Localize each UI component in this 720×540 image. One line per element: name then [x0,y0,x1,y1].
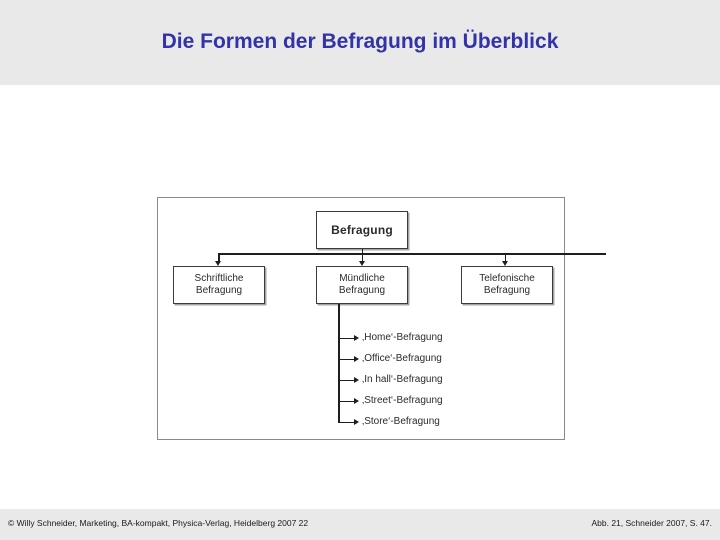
connector-drop-schriftliche [218,253,220,262]
list-item-label: ‚Home‘-Befragung [362,332,443,343]
arrow-right-icon [354,397,359,404]
footer-source: Abb. 21, Schneider 2007, S. 47. [591,518,712,528]
footer-divider [0,508,720,509]
slide-header-band: Die Formen der Befragung im Überblick [0,0,720,85]
figure-frame: Befragung Schriftliche Befragung Mündlic… [157,197,606,440]
arrow-right-icon [354,334,359,341]
arrow-down-icon [358,261,365,266]
page-title: Die Formen der Befragung im Überblick [161,30,559,53]
list-item-label: ‚Street‘-Befragung [362,395,443,406]
connector-horizontal-bar [218,253,606,255]
arrow-down-icon [215,261,222,266]
list-item-label: ‚In hall‘-Befragung [362,374,443,385]
node-schriftliche-befragung: Schriftliche Befragung [173,266,265,304]
node-befragung-label: Befragung [331,222,393,237]
connector-root-stub [361,249,363,253]
node-line-1: Schriftliche [194,272,244,284]
node-line-1: Mündliche [339,272,385,284]
node-line-2: Befragung [483,285,531,296]
connector-tick [338,337,355,339]
node-line-2: Befragung [195,285,243,296]
node-befragung: Befragung [316,211,408,249]
connector-tick [338,358,355,360]
list-item-label: ‚Office‘-Befragung [362,353,442,364]
list-item-label: ‚Store‘-Befragung [362,416,440,427]
connector-tick [338,421,355,423]
node-line-1: Telefonische [479,272,535,284]
connector-drop-muendliche [361,253,363,262]
node-line-2: Befragung [338,285,386,296]
connector-drop-telefonische [504,253,506,262]
connector-sublist-spine [338,304,340,422]
connector-tick [338,400,355,402]
arrow-right-icon [354,418,359,425]
arrow-down-icon [501,261,508,266]
slide-body: Befragung Schriftliche Befragung Mündlic… [0,85,720,508]
footer-copyright: © Willy Schneider, Marketing, BA-kompakt… [8,518,309,528]
slide-footer-band: © Willy Schneider, Marketing, BA-kompakt… [0,508,720,540]
node-muendliche-befragung: Mündliche Befragung [316,266,408,304]
arrow-right-icon [354,355,359,362]
node-telefonische-befragung: Telefonische Befragung [461,266,553,304]
arrow-right-icon [354,376,359,383]
connector-tick [338,379,355,381]
